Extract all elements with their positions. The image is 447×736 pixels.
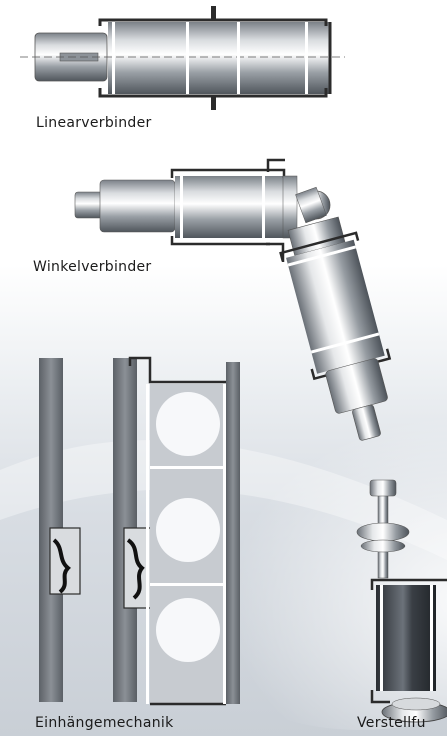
caption-verstellfuss: Verstellfu [357,715,426,731]
caption-einhaengemechanik: Einhängemechanik [35,715,174,731]
caption-winkelverbinder: Winkelverbinder [33,259,152,275]
caption-linearverbinder: Linearverbinder [36,115,152,131]
